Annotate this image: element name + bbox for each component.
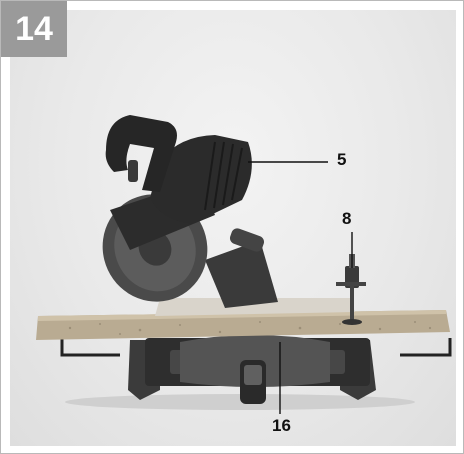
product-photo: 5 8 16 <box>10 10 456 446</box>
miter-saw-illustration <box>36 115 452 414</box>
callout-motor-label: 5 <box>337 150 347 169</box>
figure-number-tab: 14 <box>1 1 67 57</box>
callout-stop-label: 8 <box>342 209 352 228</box>
figure-number: 14 <box>15 9 53 48</box>
callout-table-label: 16 <box>272 416 291 435</box>
